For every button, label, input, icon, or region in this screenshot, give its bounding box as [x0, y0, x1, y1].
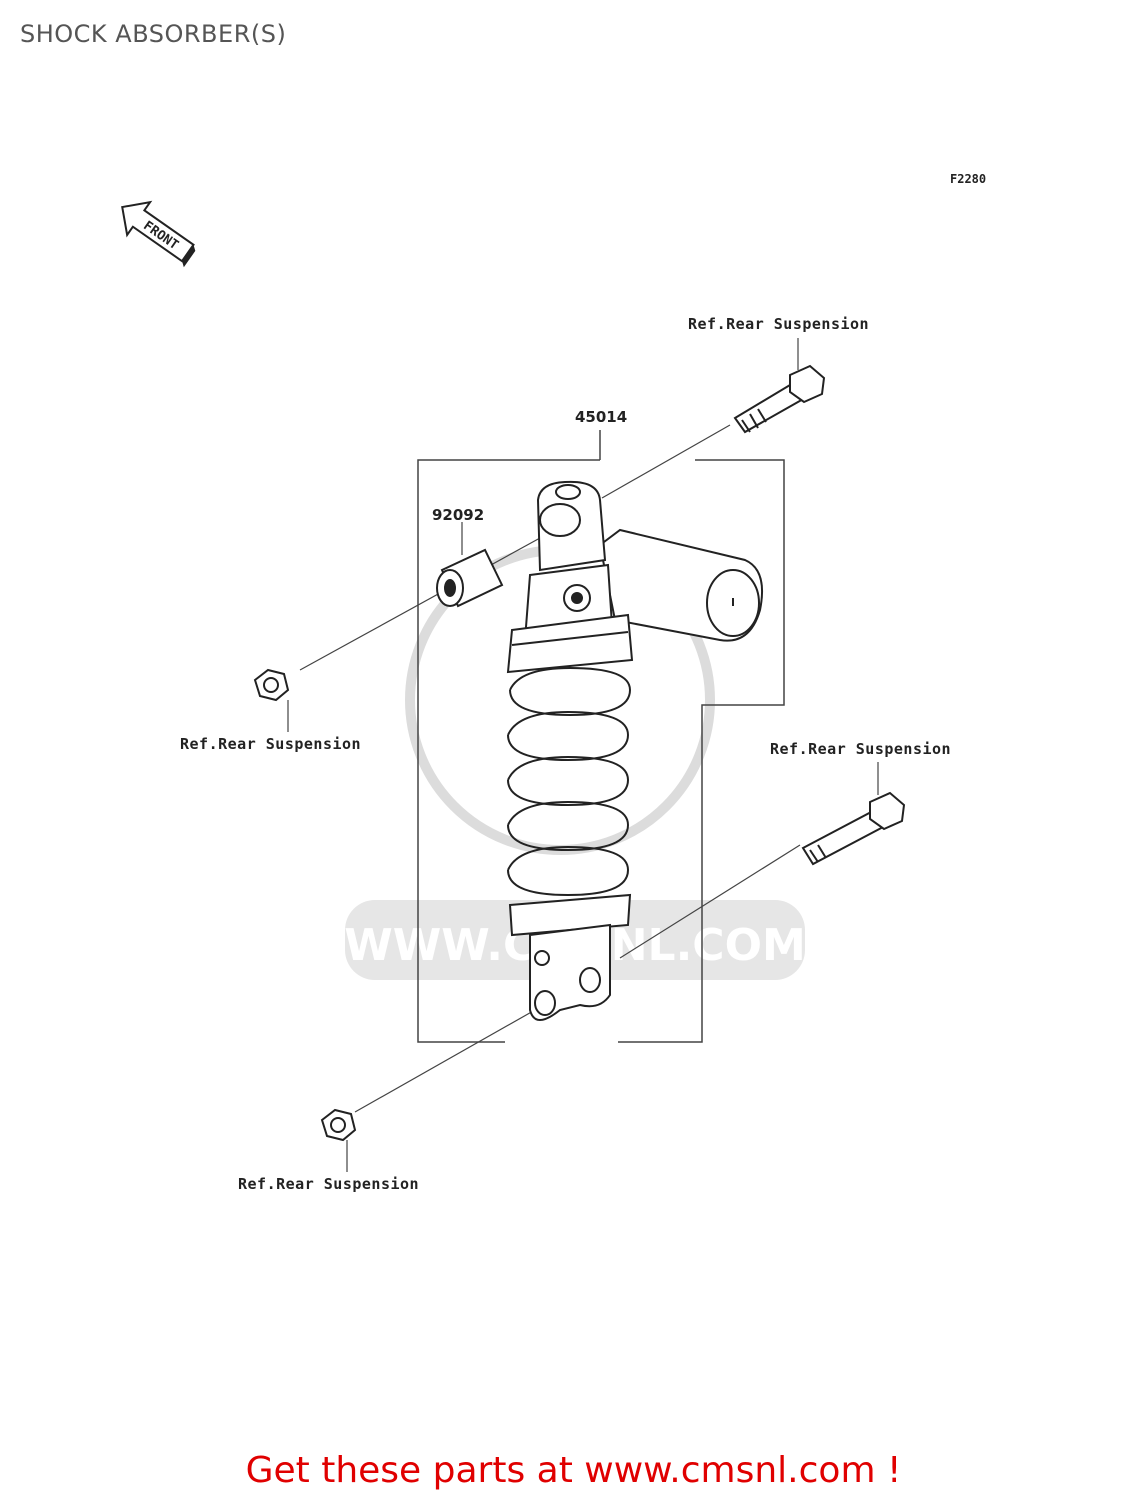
- front-arrow-icon: FRONT: [121, 200, 196, 268]
- page-title: SHOCK ABSORBER(S): [20, 20, 287, 48]
- shock-absorber-45014: [506, 480, 764, 1021]
- ref-label-upper-nut: Ref.Rear Suspension: [180, 735, 362, 753]
- ref-label-lower-bolt: Ref.Rear Suspension: [770, 740, 952, 758]
- assembly-bracket: [417, 430, 785, 1043]
- footer-cta-link[interactable]: Get these parts at www.cmsnl.com !: [245, 1450, 902, 1491]
- upper-nut: [253, 668, 290, 702]
- lower-nut: [320, 1108, 357, 1142]
- collar-92092: [436, 548, 504, 608]
- ref-label-lower-nut: Ref.Rear Suspension: [238, 1175, 420, 1193]
- part-number-92092[interactable]: 92092: [432, 506, 485, 524]
- upper-bolt: [733, 364, 826, 434]
- part-number-45014[interactable]: 45014: [575, 408, 628, 426]
- ref-label-upper-bolt: Ref.Rear Suspension: [688, 315, 870, 333]
- figure-code: F2280: [950, 172, 987, 186]
- leader-lines: [287, 338, 879, 1172]
- lower-bolt: [801, 791, 906, 866]
